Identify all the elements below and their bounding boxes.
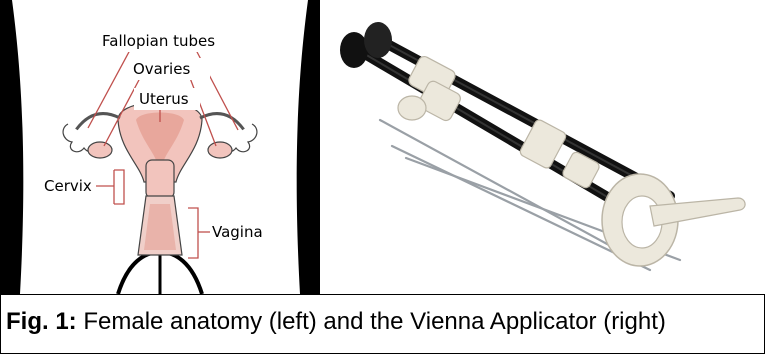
caption-text: Female anatomy (left) and the Vienna App… [83, 308, 666, 335]
label-uterus: Uterus [139, 90, 189, 108]
label-cervix: Cervix [44, 177, 92, 195]
figure-caption-box: Fig. 1: Female anatomy (left) and the Vi… [0, 294, 765, 354]
anatomy-illustration: Fallopian tubes Ovaries Uterus Cervix Va… [0, 0, 320, 294]
left-ovary [88, 142, 112, 158]
label-fallopian-tubes: Fallopian tubes [102, 32, 215, 50]
label-vagina: Vagina [212, 223, 263, 241]
caption-prefix: Fig. 1: [6, 308, 77, 335]
right-cap [364, 22, 392, 58]
figure-caption: Fig. 1: Female anatomy (left) and the Vi… [6, 308, 666, 336]
left-cap [340, 32, 368, 68]
cervix-shape [146, 160, 174, 198]
right-ovary [208, 142, 232, 158]
vienna-applicator-image [320, 0, 765, 294]
label-ovaries: Ovaries [133, 60, 190, 78]
